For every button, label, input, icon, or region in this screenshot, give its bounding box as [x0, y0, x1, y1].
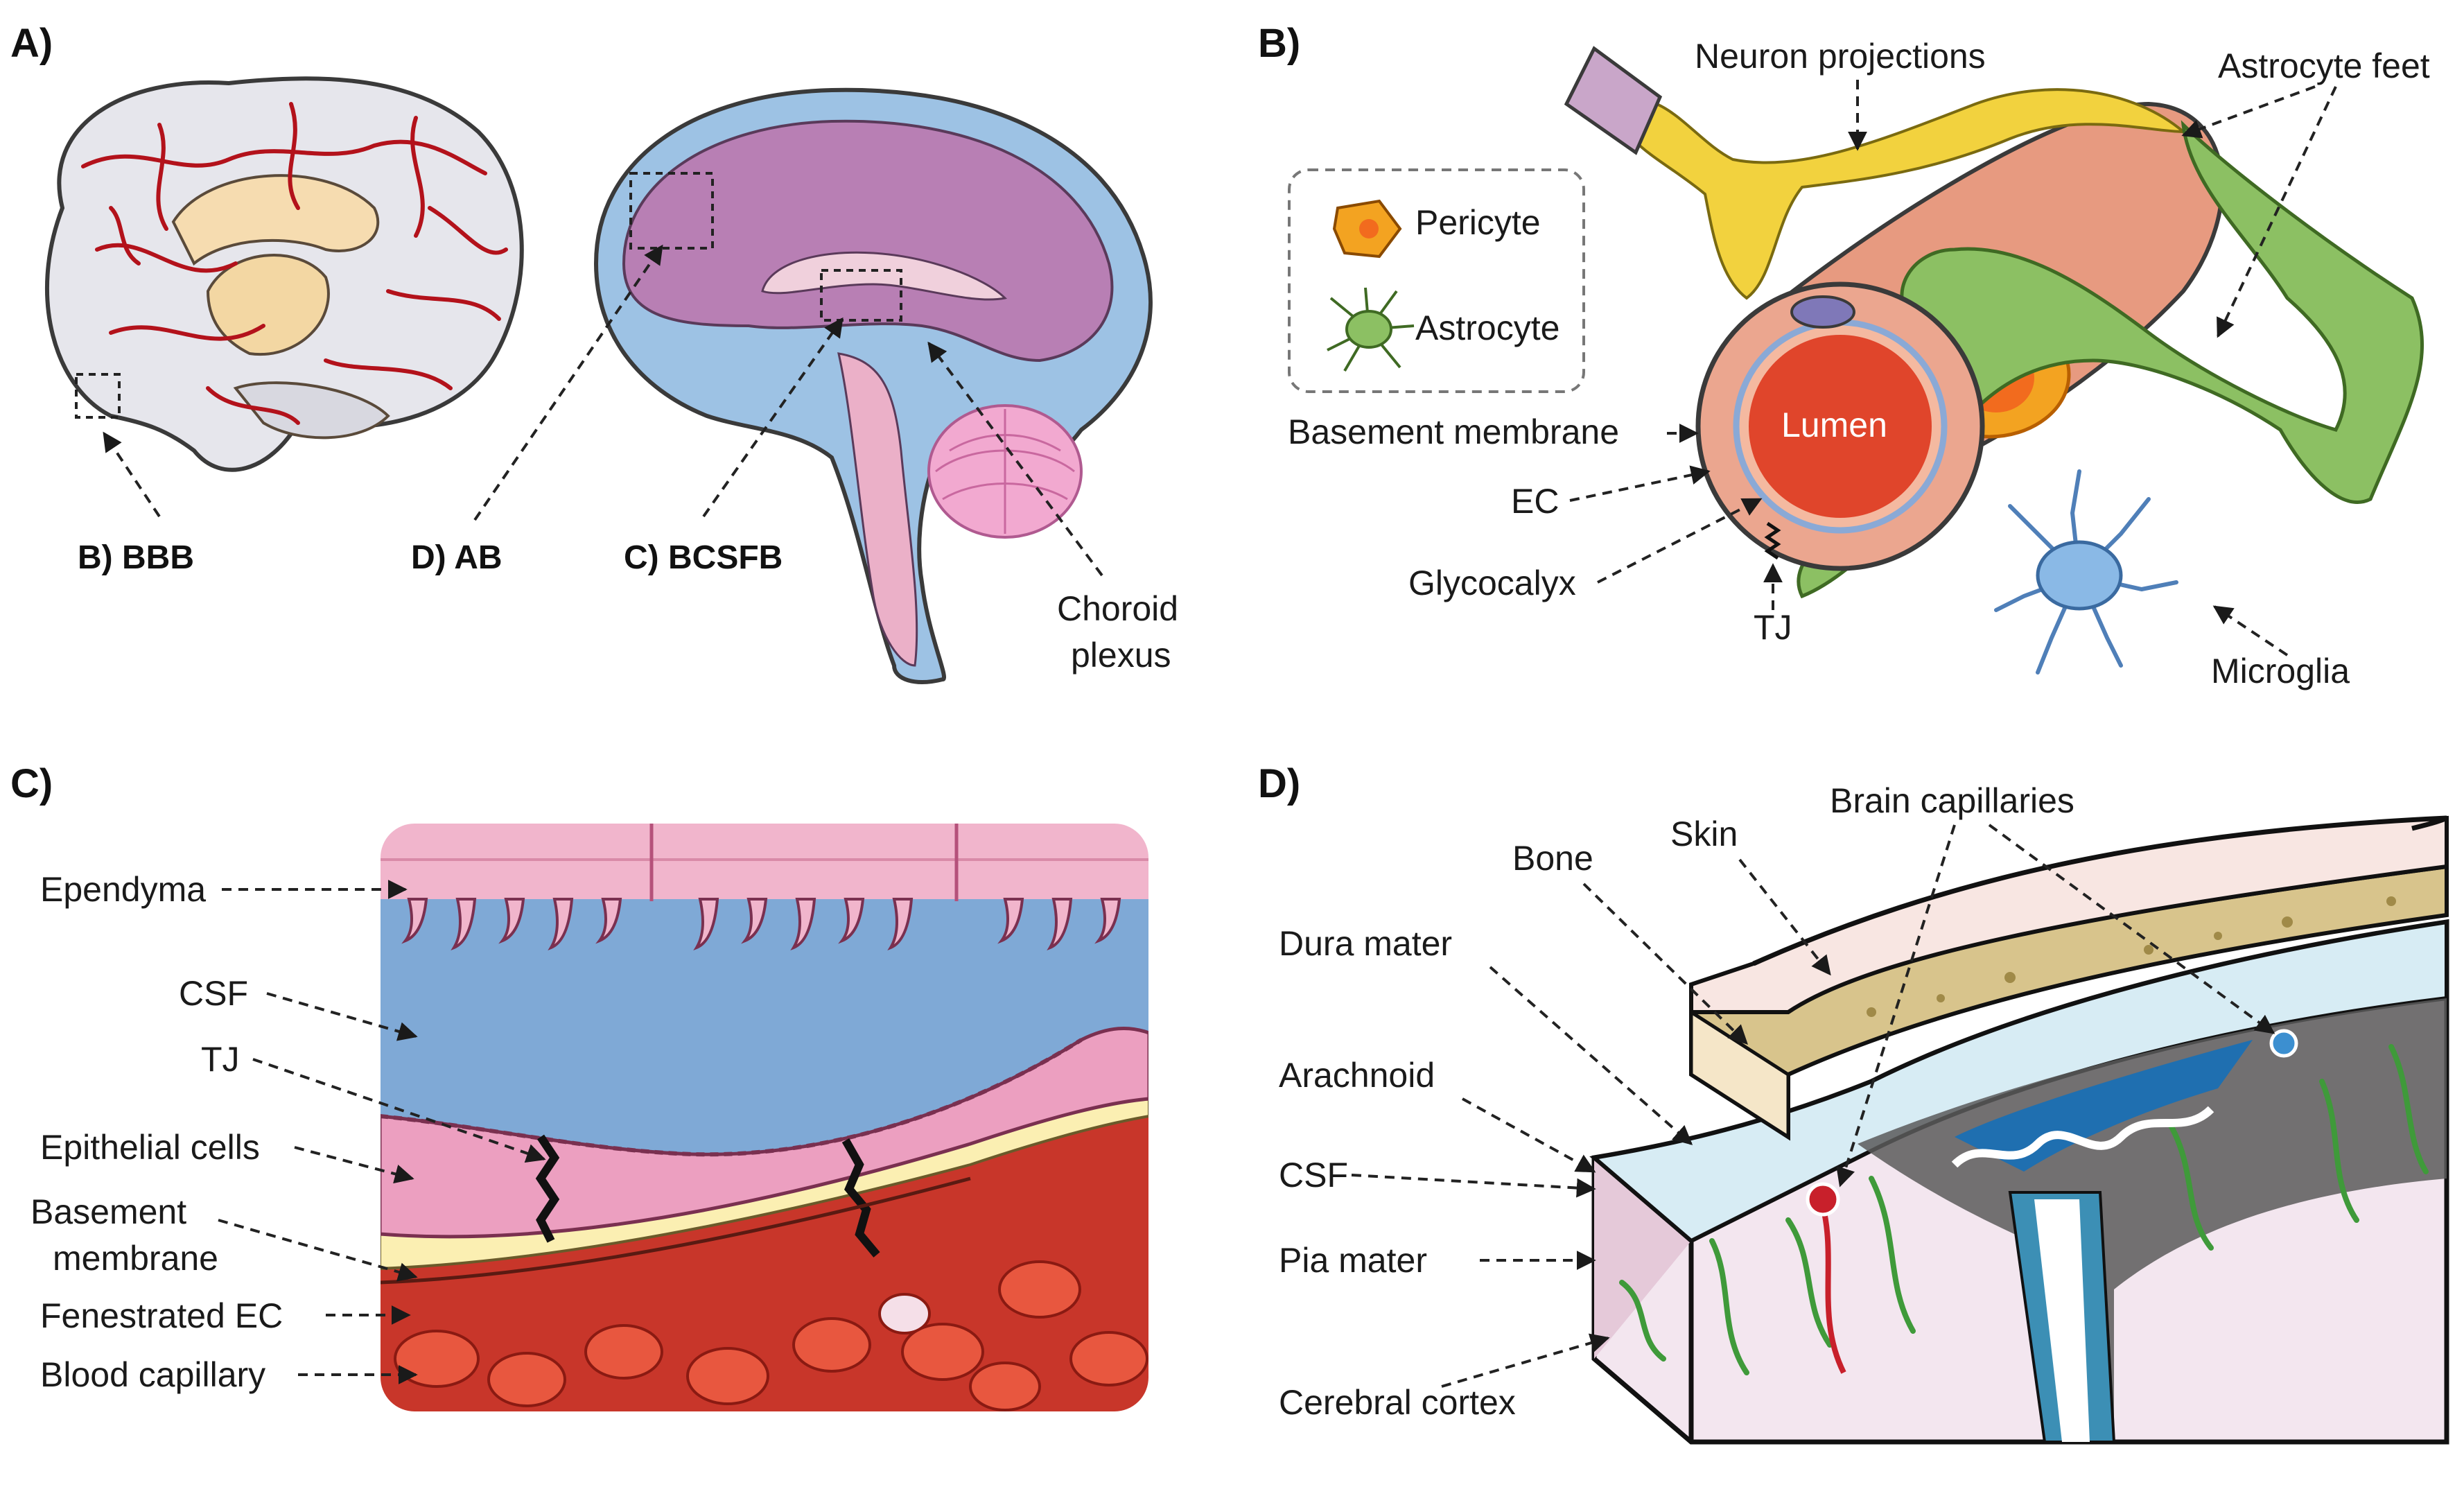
cell-legend: Pericyte Astrocyte — [1288, 168, 1585, 393]
label-skin: Skin — [1670, 815, 1738, 853]
panel-c-label: C) — [10, 761, 53, 806]
label-choroid-plexus-2: plexus — [1071, 636, 1171, 675]
label-tj-b: TJ — [1754, 608, 1792, 647]
legend-astrocyte: Astrocyte — [1415, 308, 1559, 347]
label-arachnoid: Arachnoid — [1279, 1056, 1435, 1095]
neurovascular-unit-illustration — [1564, 46, 2424, 675]
label-basement-1: Basement — [30, 1192, 186, 1231]
label-pia-mater: Pia mater — [1279, 1241, 1427, 1280]
label-choroid-plexus-1: Choroid — [1057, 589, 1178, 628]
label-basement-2: membrane — [53, 1239, 218, 1278]
label-lumen: Lumen — [1781, 406, 1887, 444]
label-epithelial-cells: Epithelial cells — [40, 1128, 260, 1167]
label-csf-d: CSF — [1279, 1156, 1348, 1194]
label-tj-c: TJ — [201, 1040, 240, 1079]
label-brain-capillaries: Brain capillaries — [1830, 781, 2074, 820]
label-bcsfb: C) BCSFB — [624, 539, 783, 576]
brain-illustration — [44, 76, 524, 472]
label-bbb: B) BBB — [78, 539, 194, 576]
label-basement-membrane: Basement membrane — [1288, 412, 1619, 451]
label-astrocyte-feet: Astrocyte feet — [2218, 46, 2430, 85]
label-cerebral-cortex: Cerebral cortex — [1279, 1383, 1516, 1422]
meninges-illustration — [1589, 815, 2449, 1445]
panel-a-label: A) — [10, 21, 53, 66]
label-microglia: Microglia — [2211, 652, 2350, 690]
label-bone: Bone — [1512, 839, 1593, 878]
panel-d-label: D) — [1258, 761, 1300, 806]
label-csf-c: CSF — [179, 974, 248, 1013]
label-fenestrated-ec: Fenestrated EC — [40, 1296, 283, 1335]
label-dura-mater: Dura mater — [1279, 924, 1452, 963]
label-glycocalyx: Glycocalyx — [1408, 564, 1576, 602]
sagittal-brain-illustration — [593, 87, 1153, 684]
label-neuron-projections: Neuron projections — [1695, 37, 1986, 76]
choroid-plexus-illustration — [380, 823, 1149, 1412]
panel-b-label: B) — [1258, 21, 1300, 66]
label-blood-capillary: Blood capillary — [40, 1355, 265, 1394]
label-ab: D) AB — [411, 539, 503, 576]
legend-pericyte: Pericyte — [1415, 203, 1541, 242]
label-ec: EC — [1511, 482, 1559, 521]
astrocyte-icon — [1327, 287, 1415, 372]
label-ependyma: Ependyma — [40, 870, 206, 909]
